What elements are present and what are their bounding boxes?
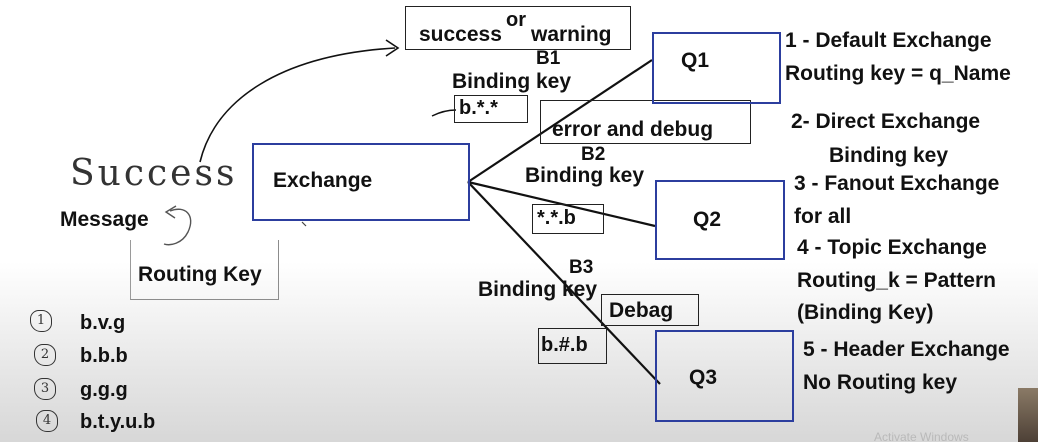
exchange-box xyxy=(252,143,470,221)
example-mark-3: 3 xyxy=(34,378,56,400)
filter-box-b1 xyxy=(405,6,631,50)
example-value-3: g.g.g xyxy=(80,379,128,401)
filter-b1-or: or xyxy=(506,9,526,31)
routing-key-label: Routing Key xyxy=(138,263,262,286)
binding-b1-name: B1 xyxy=(536,48,561,69)
queue-q2-label: Q2 xyxy=(693,208,722,231)
example-mark-1: 1 xyxy=(30,310,52,332)
type-1-line-2: Routing key = q_Name xyxy=(785,62,1011,85)
filter-b2-text: error and debug xyxy=(552,118,714,141)
filter-box-b3 xyxy=(601,294,699,326)
binding-b2-title: Binding key xyxy=(525,164,645,187)
type-1-line-1: 1 - Default Exchange xyxy=(785,29,992,52)
queue-q2-box xyxy=(655,180,785,260)
curved-arrow-to-filter xyxy=(199,47,396,163)
queue-q1-box xyxy=(652,32,781,104)
filter-b1-success: success xyxy=(419,23,502,46)
type-2-line-1: 2- Direct Exchange xyxy=(791,110,981,133)
binding-b1-key-box xyxy=(454,95,528,123)
edge-exchange-q1 xyxy=(467,59,653,183)
type-3-line-2: for all xyxy=(794,205,852,228)
webcam-thumbnail xyxy=(1018,388,1038,442)
routing-key-box xyxy=(130,240,279,300)
binding-b3-key: b.#.b xyxy=(541,334,588,356)
queue-q3-box xyxy=(655,330,794,422)
filter-b1-warning: warning xyxy=(531,23,612,46)
exchange-tick xyxy=(301,221,307,227)
queue-q3-label: Q3 xyxy=(689,366,718,389)
activate-windows-watermark: Activate Windows xyxy=(874,430,969,444)
binding-b3-name: B3 xyxy=(569,257,594,278)
type-5-line-1: 5 - Header Exchange xyxy=(803,338,1010,361)
type-2-line-2: Binding key xyxy=(829,144,949,167)
binding-b3-key-box xyxy=(538,328,607,364)
arrow-head-filter xyxy=(385,39,400,57)
message-arrow-head xyxy=(164,205,177,219)
type-5-line-2: No Routing key xyxy=(803,371,958,394)
type-4-line-2: Routing_k = Pattern xyxy=(797,269,996,292)
binding-b2-key: *.*.b xyxy=(537,207,576,229)
binding-b2-key-box xyxy=(532,204,604,234)
message-curl-arrow xyxy=(163,208,192,246)
filter-box-b2 xyxy=(540,100,751,144)
bottom-shadow xyxy=(0,262,1038,442)
binding-b2-name: B2 xyxy=(581,144,606,165)
type-4-line-1: 4 - Topic Exchange xyxy=(797,236,987,259)
binding-b1-title: Binding key xyxy=(452,70,572,93)
exchange-label: Exchange xyxy=(273,169,373,192)
binding-b1-key: b.*.* xyxy=(459,97,498,119)
handwritten-success: Success xyxy=(70,153,238,194)
b1-pointer xyxy=(431,109,457,117)
type-4-line-3: (Binding Key) xyxy=(797,301,934,324)
binding-b3-title: Binding key xyxy=(478,278,598,301)
message-label: Message xyxy=(60,208,149,231)
example-mark-2: 2 xyxy=(34,344,56,366)
example-mark-4: 4 xyxy=(36,410,58,432)
type-3-line-1: 3 - Fanout Exchange xyxy=(794,172,1000,195)
example-value-4: b.t.y.u.b xyxy=(80,411,156,433)
queue-q1-label: Q1 xyxy=(681,49,710,72)
example-value-2: b.b.b xyxy=(80,345,128,367)
edge-exchange-q3 xyxy=(467,181,661,385)
example-value-1: b.v.g xyxy=(80,312,126,334)
filter-b3-text: Debag xyxy=(609,299,674,322)
